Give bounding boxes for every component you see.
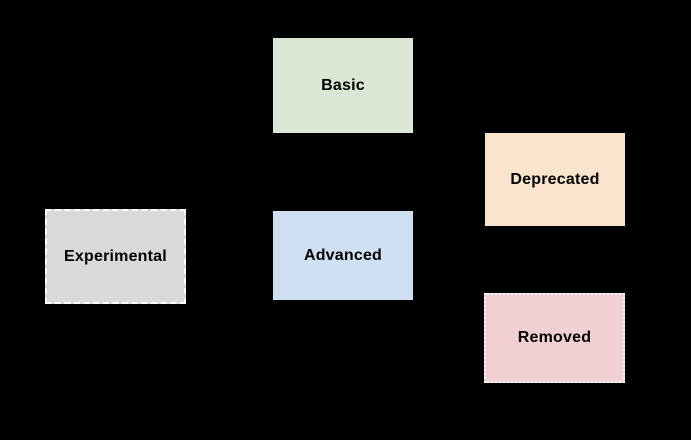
node-basic[interactable]: Basic — [273, 38, 413, 133]
node-experimental[interactable]: Experimental — [45, 209, 186, 304]
node-removed-label: Removed — [517, 329, 592, 347]
node-deprecated-label: Deprecated — [510, 170, 600, 188]
node-advanced-label: Advanced — [303, 246, 383, 264]
node-deprecated[interactable]: Deprecated — [485, 133, 625, 226]
node-advanced[interactable]: Advanced — [273, 211, 413, 300]
node-removed[interactable]: Removed — [484, 293, 625, 383]
node-basic-label: Basic — [321, 76, 365, 94]
node-experimental-label: Experimental — [64, 247, 167, 265]
